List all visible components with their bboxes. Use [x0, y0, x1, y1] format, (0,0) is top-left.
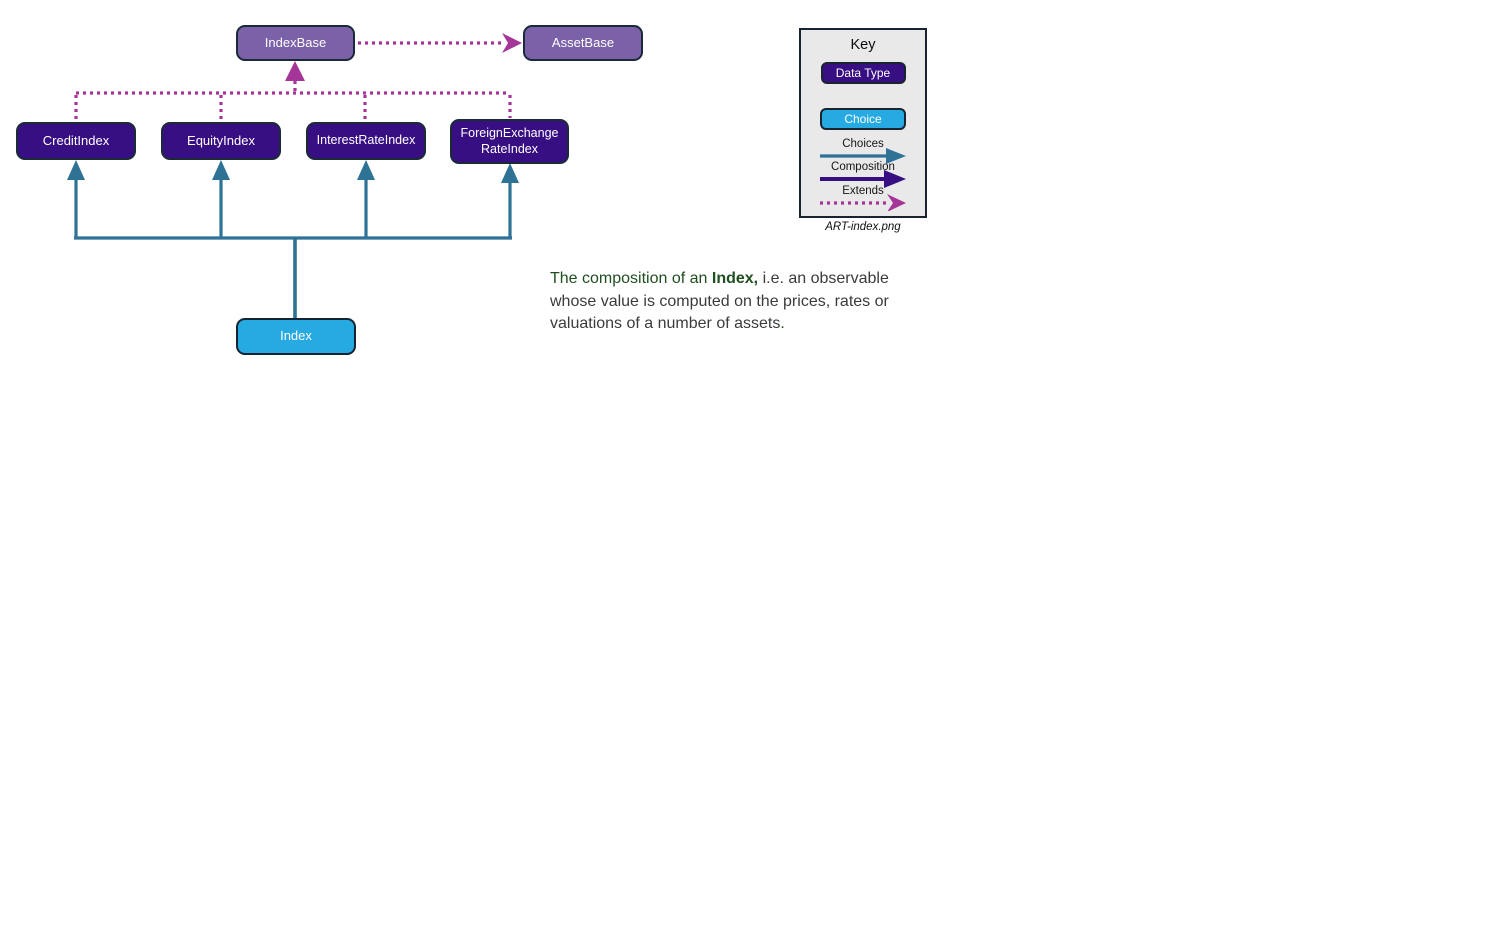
node-index-base-label: IndexBase — [264, 34, 327, 50]
node-foreign-exchange-rate-index-label-line1: ForeignExchange — [460, 125, 559, 140]
node-credit-index-label: CreditIndex — [42, 132, 110, 148]
key-caption: ART-index.png — [825, 221, 901, 233]
node-index-base: IndexBase — [236, 25, 355, 61]
key-data-type-swatch: Data Type — [820, 62, 906, 84]
node-foreign-exchange-rate-index: ForeignExchange RateIndex — [450, 119, 569, 164]
key-data-type-label: Data Type — [835, 66, 891, 80]
choices-hierarchy-lines — [67, 160, 519, 319]
extends-arrow-icon — [820, 194, 906, 211]
description-separator: , — [753, 270, 759, 287]
node-foreign-exchange-rate-index-label-line2: RateIndex — [481, 141, 538, 156]
choices-arrow-icon — [820, 148, 906, 164]
description-lead: The composition of an — [550, 270, 712, 287]
composition-arrow-icon — [820, 170, 906, 188]
node-interest-rate-index-label: InterestRateIndex — [316, 133, 416, 148]
key-choices-label: Choices — [842, 138, 884, 150]
node-equity-index-label: EquityIndex — [187, 132, 255, 148]
node-index: Index — [236, 318, 356, 355]
key-composition-label: Composition — [831, 161, 895, 173]
description-term: Index — [711, 270, 754, 287]
key-choice-label: Choice — [844, 112, 882, 126]
node-asset-base: AssetBase — [523, 25, 643, 61]
key-choice-swatch: Choice — [820, 108, 906, 130]
extends-arrow-indexbase-to-assetbase — [358, 33, 522, 53]
node-interest-rate-index: InterestRateIndex — [306, 122, 426, 160]
extends-hierarchy-lines — [74, 61, 512, 121]
description-period: . — [780, 315, 785, 332]
key-title: Key — [850, 37, 876, 53]
key-panel: Key Data Type Choice Choices Composition… — [799, 28, 927, 218]
description-paragraph: The composition of an Index, i.e. an obs… — [550, 268, 932, 336]
connector-layer — [67, 33, 522, 319]
node-equity-index: EquityIndex — [161, 122, 281, 160]
key-extends-label: Extends — [842, 185, 884, 197]
description-body: i.e. an observable whose value is comput… — [550, 270, 889, 332]
node-index-label: Index — [280, 328, 312, 344]
node-credit-index: CreditIndex — [16, 122, 136, 160]
node-asset-base-label: AssetBase — [551, 34, 615, 50]
